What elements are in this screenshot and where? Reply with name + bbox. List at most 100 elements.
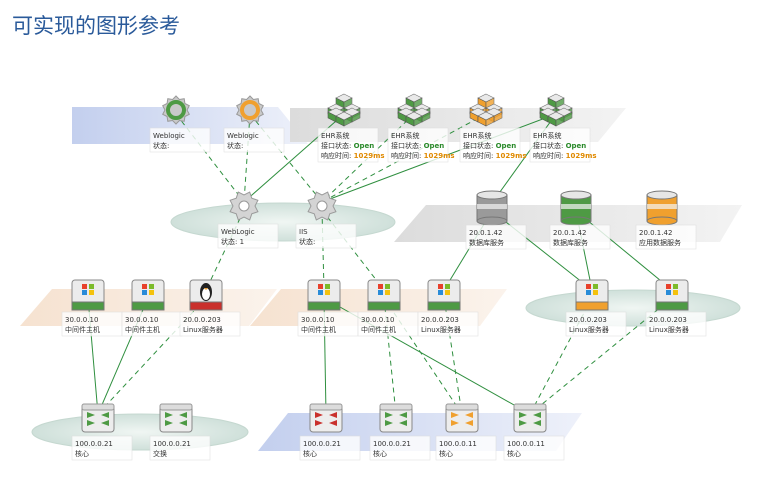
router-green-icon xyxy=(159,403,193,433)
node-label-line: 状态: xyxy=(227,141,243,150)
node-label-line: 状态: 1 xyxy=(221,237,244,246)
switch-orange-icon xyxy=(445,403,479,433)
gear-ring-green-icon xyxy=(162,95,190,125)
database-green-icon xyxy=(560,190,592,226)
node-label-line: 30.0.0.10 xyxy=(301,316,334,324)
node-label-line: 应用数据服务 xyxy=(639,238,681,247)
node-label-line: 响应时间: 1029ms xyxy=(391,151,455,160)
node-label-line: EHR系统 xyxy=(321,131,350,140)
node-label-line: 30.0.0.10 xyxy=(361,316,394,324)
node-label-line: Linux服务器 xyxy=(569,325,609,334)
node-label-line: 核心 xyxy=(507,449,521,458)
node-label-line: 接口状态: Open xyxy=(533,141,586,150)
node-label-line: 20.0.1.42 xyxy=(469,229,502,237)
switch-green-icon xyxy=(81,403,115,433)
node-label-line: EHR系统 xyxy=(463,131,492,140)
link-weblogic_2-mw_gear_1 xyxy=(243,113,251,203)
link-mw_gear_2-host_5 xyxy=(321,209,385,291)
windows-server-icon xyxy=(131,279,165,311)
node-label-line: Weblogic xyxy=(227,132,259,140)
switch-green-icon xyxy=(513,403,547,433)
node-label-line: 核心 xyxy=(373,449,387,458)
switch-green-icon xyxy=(379,403,413,433)
node-label-line: 响应时间: 1029ms xyxy=(533,151,597,160)
node-label-line: 核心 xyxy=(75,449,89,458)
node-label-line: EHR系统 xyxy=(391,131,420,140)
node-label-line: 20.0.0.203 xyxy=(183,316,221,324)
database-gray-icon xyxy=(476,190,508,226)
node-label-line: 状态: xyxy=(153,141,169,150)
node-label-line: 接口状态: Open xyxy=(321,141,374,150)
link-mw_gear_1-host_3 xyxy=(205,209,245,291)
node-label-line: 100.0.0.21 xyxy=(153,440,191,448)
node-label-line: 状态: xyxy=(299,237,315,246)
node-label-line: Linux服务器 xyxy=(421,325,461,334)
windows-server-icon xyxy=(427,279,461,311)
node-label-line: WebLogic xyxy=(221,228,255,236)
platform-network-ellipse xyxy=(31,413,249,451)
windows-server-icon xyxy=(655,279,689,311)
gear-icon xyxy=(229,191,259,221)
database-orange-icon xyxy=(646,190,678,226)
windows-server-icon xyxy=(367,279,401,311)
windows-server-icon xyxy=(307,279,341,311)
node-label-line: 20.0.0.203 xyxy=(569,316,607,324)
linux-server-icon xyxy=(189,279,223,311)
gear-ring-orange-icon xyxy=(236,95,264,125)
switch-red-icon xyxy=(309,403,343,433)
node-label-line: 核心 xyxy=(439,449,453,458)
node-label-line: 30.0.0.10 xyxy=(65,316,98,324)
platform-middleware-ellipse xyxy=(170,202,396,242)
cube-stack-green-icon xyxy=(397,93,431,127)
node-label-line: 100.0.0.21 xyxy=(373,440,411,448)
link-mw_gear_2-host_4 xyxy=(321,209,325,291)
windows-server-orange-icon xyxy=(575,279,609,311)
node-label-line: Linux服务器 xyxy=(649,325,689,334)
node-label-line: 数据库服务 xyxy=(553,238,588,247)
node-label-line: 100.0.0.21 xyxy=(303,440,341,448)
gear-icon xyxy=(307,191,337,221)
node-label-line: 交换 xyxy=(153,449,167,458)
node-label-line: 数据库服务 xyxy=(469,238,504,247)
node-label-line: 100.0.0.11 xyxy=(439,440,477,448)
node-label-line: 中间件主机 xyxy=(125,325,160,334)
node-label-line: 100.0.0.21 xyxy=(75,440,113,448)
cube-stack-green-icon xyxy=(327,93,361,127)
node-label-line: EHR系统 xyxy=(533,131,562,140)
link-db_2-host_8 xyxy=(575,210,673,291)
page-title: 可实现的图形参考 xyxy=(12,14,180,38)
windows-server-icon xyxy=(71,279,105,311)
node-label-line: Linux服务器 xyxy=(183,325,223,334)
node-label-line: IIS xyxy=(299,228,308,236)
node-label-line: 中间件主机 xyxy=(301,325,336,334)
node-label-line: 20.0.1.42 xyxy=(639,229,672,237)
node-label-line: 中间件主机 xyxy=(65,325,100,334)
node-label-line: 响应时间: 1029ms xyxy=(463,151,527,160)
